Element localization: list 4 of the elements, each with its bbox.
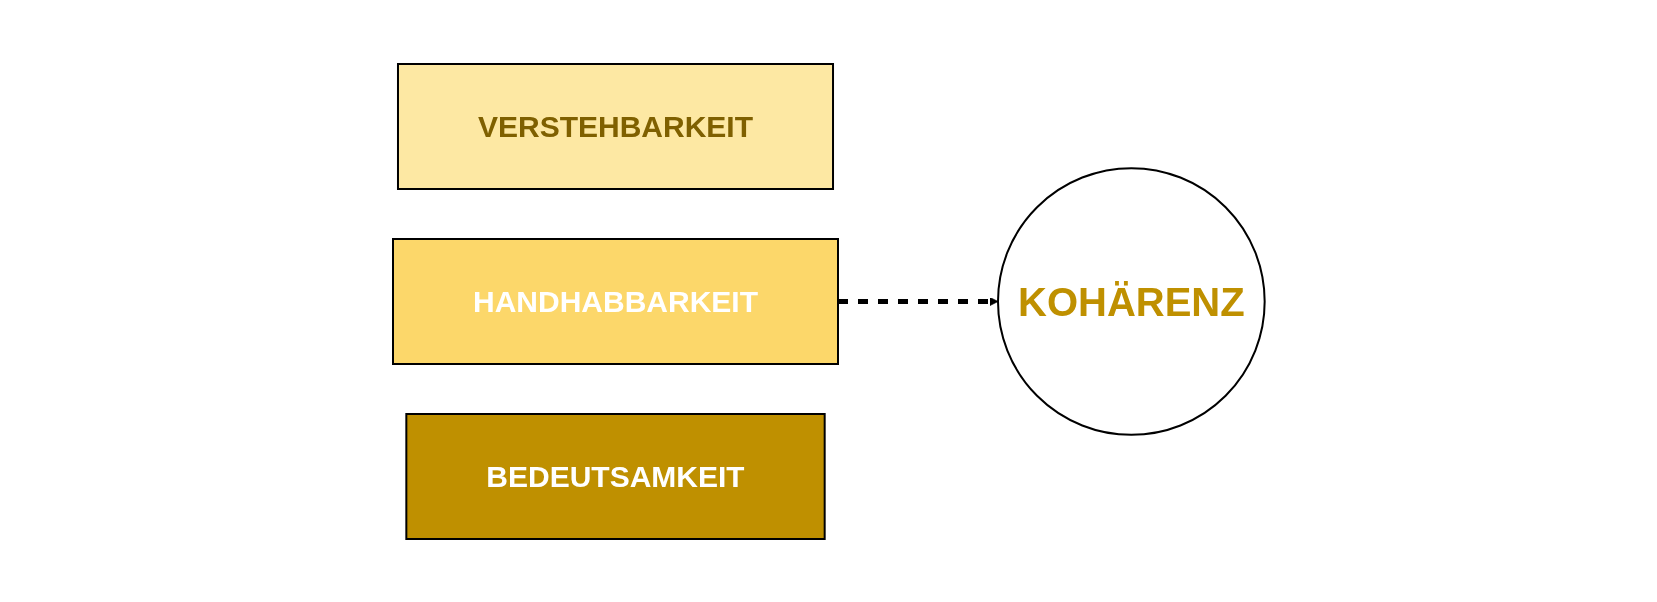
node-box: HANDHABBARKEIT bbox=[391, 237, 839, 365]
node-box: VERSTEHBARKEIT bbox=[396, 62, 834, 190]
node-circle: KOHÄRENZ bbox=[996, 166, 1266, 436]
node-box: BEDEUTSAMKEIT bbox=[405, 412, 826, 540]
